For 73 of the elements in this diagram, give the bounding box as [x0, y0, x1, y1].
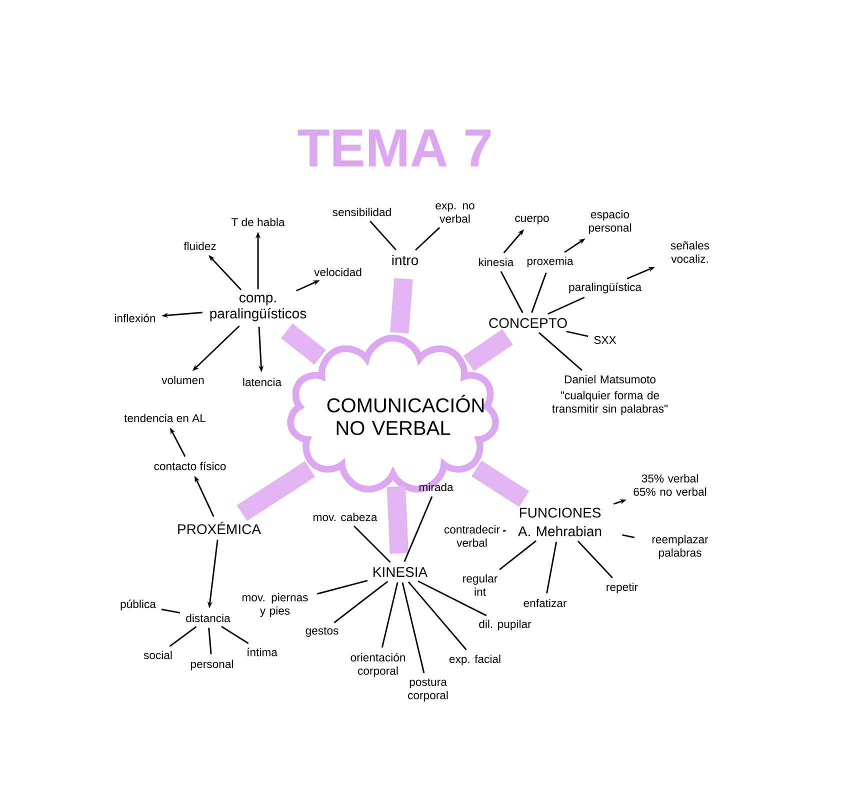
branch-label: T de habla: [231, 218, 285, 226]
connector-line: [622, 534, 635, 538]
connector-line: [161, 608, 180, 614]
branch-label: Daniel Matsumoto "cualquier forma de transmitir sin palabras": [552, 375, 668, 415]
connector-line: [415, 227, 440, 251]
topic-label: intro: [392, 254, 418, 266]
branch-label: tendencia en AL: [124, 414, 206, 422]
connector-line: [334, 580, 388, 624]
connector-line: [538, 332, 582, 371]
branch-label: volumen: [162, 376, 204, 384]
connector-line: [546, 542, 558, 594]
topic-label: PROXÉMICA: [178, 522, 261, 534]
connector-line: [381, 582, 398, 648]
branch-band: [386, 486, 408, 554]
topic-label: FUNCIONES A. Mehrabian: [518, 508, 602, 536]
branch-band: [463, 329, 513, 372]
branch-label: social: [144, 650, 172, 660]
branch-label: espacio personal: [589, 210, 631, 234]
connector-line: [221, 626, 249, 644]
branch-label: inflexión: [114, 314, 156, 322]
connector-line: [408, 581, 467, 650]
branch-label: SXX: [594, 336, 616, 344]
branch-label: 35% verbal 65% no verbal: [634, 474, 706, 496]
branch-label: exp. no verbal: [436, 203, 474, 223]
branch-label: personal: [191, 660, 233, 670]
branch-band: [236, 461, 316, 521]
connector-line: [317, 580, 368, 595]
branch-label: pública: [120, 600, 156, 610]
connector-line: [402, 582, 425, 674]
branch-label: orientación corporal: [350, 653, 405, 678]
connector-line: [500, 271, 524, 314]
connector-line: [531, 272, 547, 313]
topic-label: KINESIA: [374, 567, 428, 577]
branch-label: fluidez: [184, 242, 216, 250]
branch-label: paralingüística: [569, 282, 642, 294]
connector-line: [418, 580, 487, 616]
branch-label: contradecir verbal: [444, 525, 500, 547]
branch-label: dil. pupilar: [479, 620, 532, 630]
branch-label: contacto físico: [154, 462, 226, 470]
branch-label: velocidad: [314, 268, 362, 276]
branch-label: latencia: [243, 378, 282, 386]
branch-label: postura corporal: [408, 678, 448, 702]
connector-line: [169, 626, 197, 647]
branch-label: señales vocaliz.: [670, 241, 710, 263]
title: TEMA 7: [298, 130, 490, 166]
branch-label: enfatizar: [524, 598, 567, 608]
branch-label: repetir: [606, 582, 638, 594]
connector-line: [577, 540, 613, 578]
connector-line: [353, 525, 391, 563]
connector-line: [404, 496, 433, 562]
connector-line: [548, 296, 585, 315]
branch-label: mov. cabeza: [314, 512, 378, 522]
connector-line: [566, 330, 588, 337]
branch-label: mov. piernas y pies: [242, 593, 308, 617]
connector-line: [208, 628, 212, 654]
connector-line: [499, 540, 536, 570]
topic-label: CONCEPTO: [489, 318, 567, 328]
topic-label: comp. paralingüísticos: [210, 294, 306, 322]
branch-label: cuerpo: [515, 216, 549, 224]
branch-label: regular int: [463, 574, 498, 596]
branch-label: reemplazar palabras: [652, 535, 708, 559]
connector-line: [502, 530, 506, 532]
branch-label: proxemia: [527, 256, 574, 268]
connector-line: [370, 220, 397, 250]
branch-band: [471, 460, 530, 507]
branch-label: gestos: [306, 627, 338, 637]
branch-label: exp. facial: [449, 654, 500, 666]
branch-label: mirada: [419, 482, 454, 492]
branch-label: íntima: [247, 648, 278, 656]
branch-label: sensibilidad: [332, 208, 391, 216]
branch-label: distancia: [186, 614, 230, 622]
branch-band: [390, 278, 413, 334]
branch-label: kinesia: [479, 258, 514, 266]
